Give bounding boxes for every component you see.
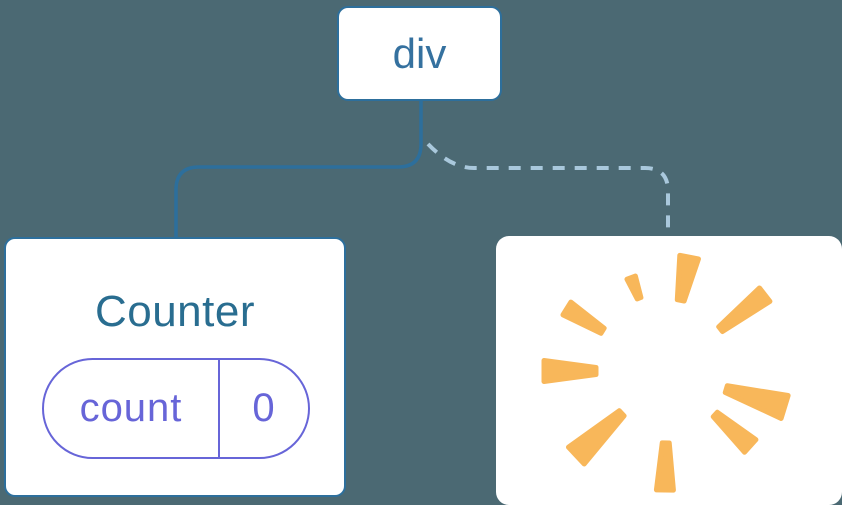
- burst-ray: [722, 383, 791, 421]
- state-value: 0: [218, 360, 308, 457]
- state-pill: count 0: [42, 358, 310, 459]
- poof-burst-icon: [541, 252, 791, 493]
- burst-ray: [624, 273, 644, 302]
- counter-title: Counter: [94, 287, 256, 336]
- removed-node: [496, 236, 842, 505]
- burst-ray: [674, 252, 701, 304]
- burst-ray: [710, 409, 759, 455]
- state-key: count: [79, 386, 183, 430]
- burst-ray: [716, 285, 773, 334]
- dashed-edge: [426, 142, 670, 237]
- counter-node: Counter count 0: [4, 237, 346, 497]
- burst-ray: [565, 408, 627, 467]
- burst-ray: [541, 358, 599, 384]
- solid-edge: [174, 101, 423, 238]
- burst-ray: [653, 440, 676, 493]
- div-node: div: [337, 6, 502, 101]
- div-node-label: div: [392, 29, 447, 77]
- burst-ray: [560, 299, 607, 336]
